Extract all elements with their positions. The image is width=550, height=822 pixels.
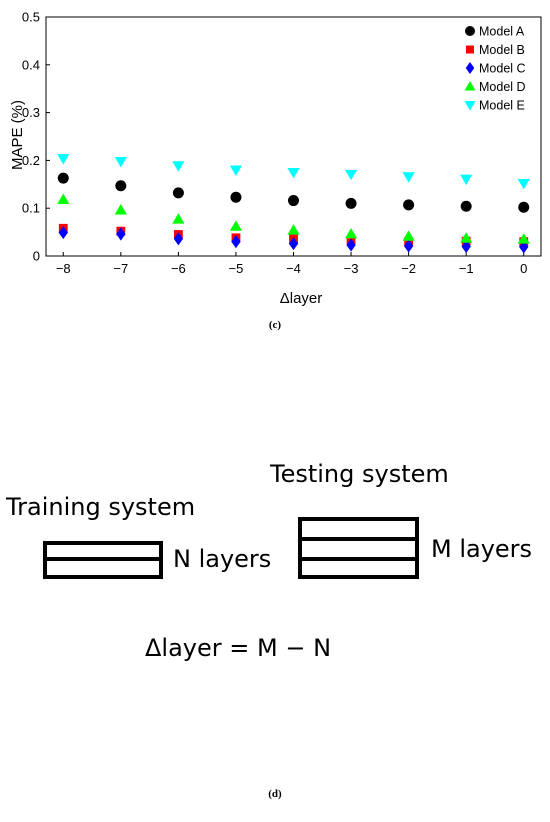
data-point-model-d: [287, 224, 300, 235]
data-point-model-d: [460, 232, 473, 243]
legend-marker: [465, 62, 475, 74]
y-tick-label: 0.3: [22, 105, 40, 120]
testing-layer-box: [298, 557, 419, 579]
data-point-model-e: [229, 165, 242, 177]
y-tick-label: 0.5: [22, 10, 40, 25]
caption-c: (c): [268, 319, 282, 331]
data-point-model-a: [518, 201, 530, 213]
y-tick-label: 0.1: [22, 201, 40, 216]
data-point-model-a: [460, 200, 472, 212]
y-tick-label: 0.2: [22, 153, 40, 168]
data-point-model-c: [403, 239, 414, 253]
y-axis-title: MAPE (%): [9, 100, 26, 170]
data-point-model-e: [57, 154, 70, 165]
legend-label: Model A: [479, 25, 525, 39]
x-axis-title: Δlayer: [280, 290, 323, 307]
data-point-model-c: [58, 225, 68, 240]
training-system-label: Training system: [6, 493, 196, 521]
data-point-model-d: [229, 220, 242, 231]
legend-marker: [465, 26, 475, 36]
x-tick-label: 0: [520, 261, 527, 276]
legend-marker: [464, 81, 476, 91]
data-point-model-c: [461, 239, 471, 254]
y-tick-label: 0.4: [22, 57, 40, 72]
y-tick-label: 0: [33, 249, 40, 264]
legend-marker: [464, 101, 476, 111]
legend-label: Model E: [479, 99, 525, 113]
legend-label: Model C: [479, 62, 526, 76]
data-point-model-a: [172, 187, 184, 199]
x-tick-label: −3: [344, 261, 359, 276]
data-point-model-d: [345, 227, 358, 239]
data-point-model-a: [115, 180, 127, 192]
data-point-model-c: [519, 240, 529, 254]
data-point-model-d: [402, 230, 415, 241]
data-point-model-d: [57, 193, 70, 204]
data-point-model-d: [114, 204, 127, 215]
legend-marker: [466, 45, 474, 54]
data-point-model-e: [517, 178, 530, 190]
data-point-model-e: [287, 167, 300, 179]
x-tick-label: −8: [56, 261, 71, 276]
m-layers-label: M layers: [431, 535, 533, 563]
data-point-model-e: [345, 169, 358, 181]
data-point-model-c: [173, 232, 184, 246]
data-point-model-a: [230, 191, 242, 203]
data-point-model-e: [402, 172, 415, 183]
delta-layer-equation: Δlayer = M − N: [145, 634, 332, 662]
data-point-model-e: [172, 161, 185, 172]
data-point-model-e: [460, 174, 473, 186]
x-tick-label: −7: [113, 261, 128, 276]
caption-d: (d): [268, 788, 282, 800]
data-point-model-c: [346, 238, 356, 252]
data-point-model-a: [403, 199, 415, 211]
data-point-model-d: [517, 233, 530, 244]
data-point-model-a: [288, 195, 299, 207]
x-tick-label: −4: [286, 261, 301, 276]
data-point-model-d: [172, 213, 185, 224]
data-point-model-c: [231, 235, 241, 249]
x-tick-label: −2: [401, 261, 416, 276]
training-layer-box: [43, 557, 163, 579]
data-point-model-e: [114, 156, 127, 168]
data-point-model-a: [345, 197, 357, 209]
n-layers-label: N layers: [173, 545, 272, 573]
data-point-model-a: [57, 172, 69, 184]
x-tick-label: −6: [171, 261, 186, 276]
x-tick-label: −5: [229, 261, 244, 276]
data-point-model-c: [288, 236, 299, 251]
data-point-model-c: [116, 227, 126, 241]
legend-label: Model D: [479, 80, 526, 94]
testing-system-label: Testing system: [270, 460, 449, 488]
legend-label: Model B: [479, 43, 525, 57]
x-tick-label: −1: [459, 261, 474, 276]
